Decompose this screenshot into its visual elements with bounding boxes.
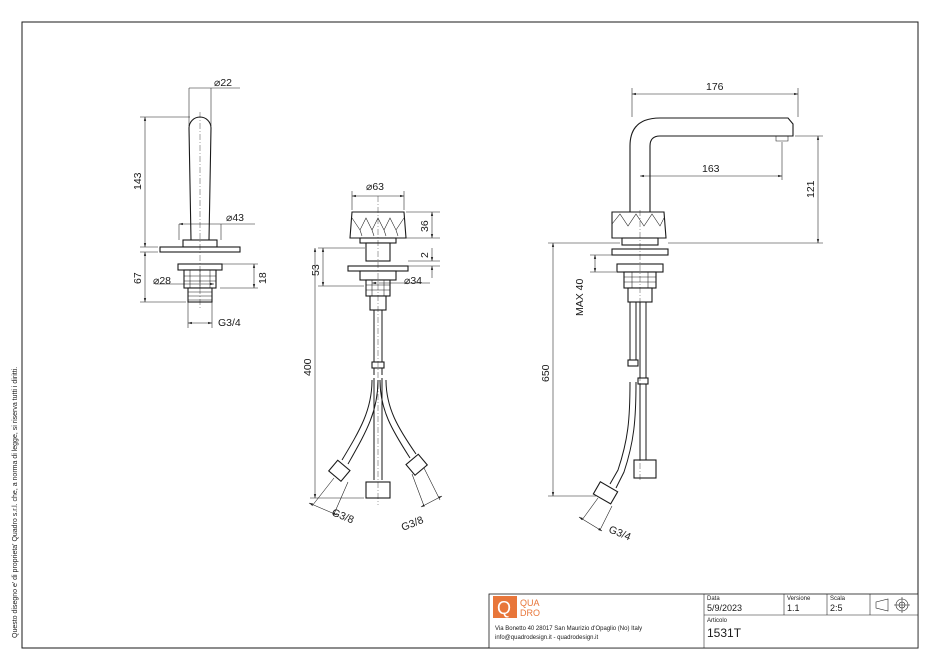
dim-spout-thread: G3/4 xyxy=(218,317,241,329)
dim-h67: 67 xyxy=(132,272,144,284)
dim-front-thread: G3/4 xyxy=(607,524,633,544)
dim-h650: 650 xyxy=(540,364,552,382)
versione-value: 1.1 xyxy=(787,603,800,613)
dim-h18: 18 xyxy=(257,272,269,284)
spout-front-view: 176 163 121 MAX 40 650 G3/4 xyxy=(540,81,823,543)
copyright-note: Questo disegno e' di proprieta' Quadro s… xyxy=(12,367,19,638)
front-fitting-a xyxy=(592,481,619,505)
data-label: Data xyxy=(707,596,720,602)
front-hose-a xyxy=(609,302,637,489)
company-contact: info@quadrodesign.it - quadrodesign.it xyxy=(495,635,598,641)
front-handle-knob xyxy=(611,211,667,239)
quadro-logo-letter: Q xyxy=(497,598,511,618)
dim-max40: MAX 40 xyxy=(574,278,586,316)
dim-handle-thread-b: G3/8 xyxy=(400,514,426,534)
company-address: Via Bonetto 40 28017 San Maurizio d'Opag… xyxy=(495,626,642,632)
dim-d28: ⌀28 xyxy=(153,275,171,287)
dim-d22: ⌀22 xyxy=(214,77,232,89)
dim-w176: 176 xyxy=(706,81,724,93)
handle-hose-left xyxy=(341,379,379,465)
dim-d43: ⌀43 xyxy=(226,212,244,224)
handle-view: ⌀63 36 2 53 ⌀34 400 G3/8 G3/8 xyxy=(302,181,443,534)
handle-hose-center xyxy=(373,310,383,480)
dim-h2: 2 xyxy=(419,252,431,258)
dim-h53: 53 xyxy=(310,264,322,276)
drawing-frame xyxy=(21,21,919,649)
articolo-label: Articolo xyxy=(707,618,728,624)
quadro-logo-mark xyxy=(493,596,517,618)
dim-h36: 36 xyxy=(419,220,431,232)
quadro-logo-line1: QUA xyxy=(520,598,540,608)
versione-label: Versione xyxy=(787,596,811,602)
spout-side-view: ⌀22 143 ⌀43 67 ⌀28 18 G3/4 xyxy=(132,77,269,329)
dim-h400: 400 xyxy=(302,358,314,376)
dim-h143: 143 xyxy=(132,172,144,190)
dim-handle-thread-a: G3/8 xyxy=(330,507,356,527)
handle-fitting-left xyxy=(327,459,351,483)
dim-w163: 163 xyxy=(702,163,720,175)
front-fitting-b xyxy=(633,459,657,479)
scala-label: Scala xyxy=(830,596,846,602)
spout-outlet xyxy=(775,136,789,142)
scala-value: 2:5 xyxy=(830,603,843,613)
quadro-logo-line2: DRO xyxy=(520,608,540,618)
dim-d63: ⌀63 xyxy=(366,181,384,193)
dim-h121: 121 xyxy=(805,180,817,198)
handle-fitting-right xyxy=(405,453,429,477)
handle-hose-right xyxy=(379,379,417,459)
front-hose-b xyxy=(639,302,647,460)
dim-d34: ⌀34 xyxy=(404,275,422,287)
title-block: Q QUA DRO Via Bonetto 40 28017 San Mauri… xyxy=(488,593,919,649)
first-angle-projection-icon xyxy=(875,597,910,613)
articolo-value: 1531T xyxy=(707,626,742,640)
data-value: 5/9/2023 xyxy=(707,603,742,613)
